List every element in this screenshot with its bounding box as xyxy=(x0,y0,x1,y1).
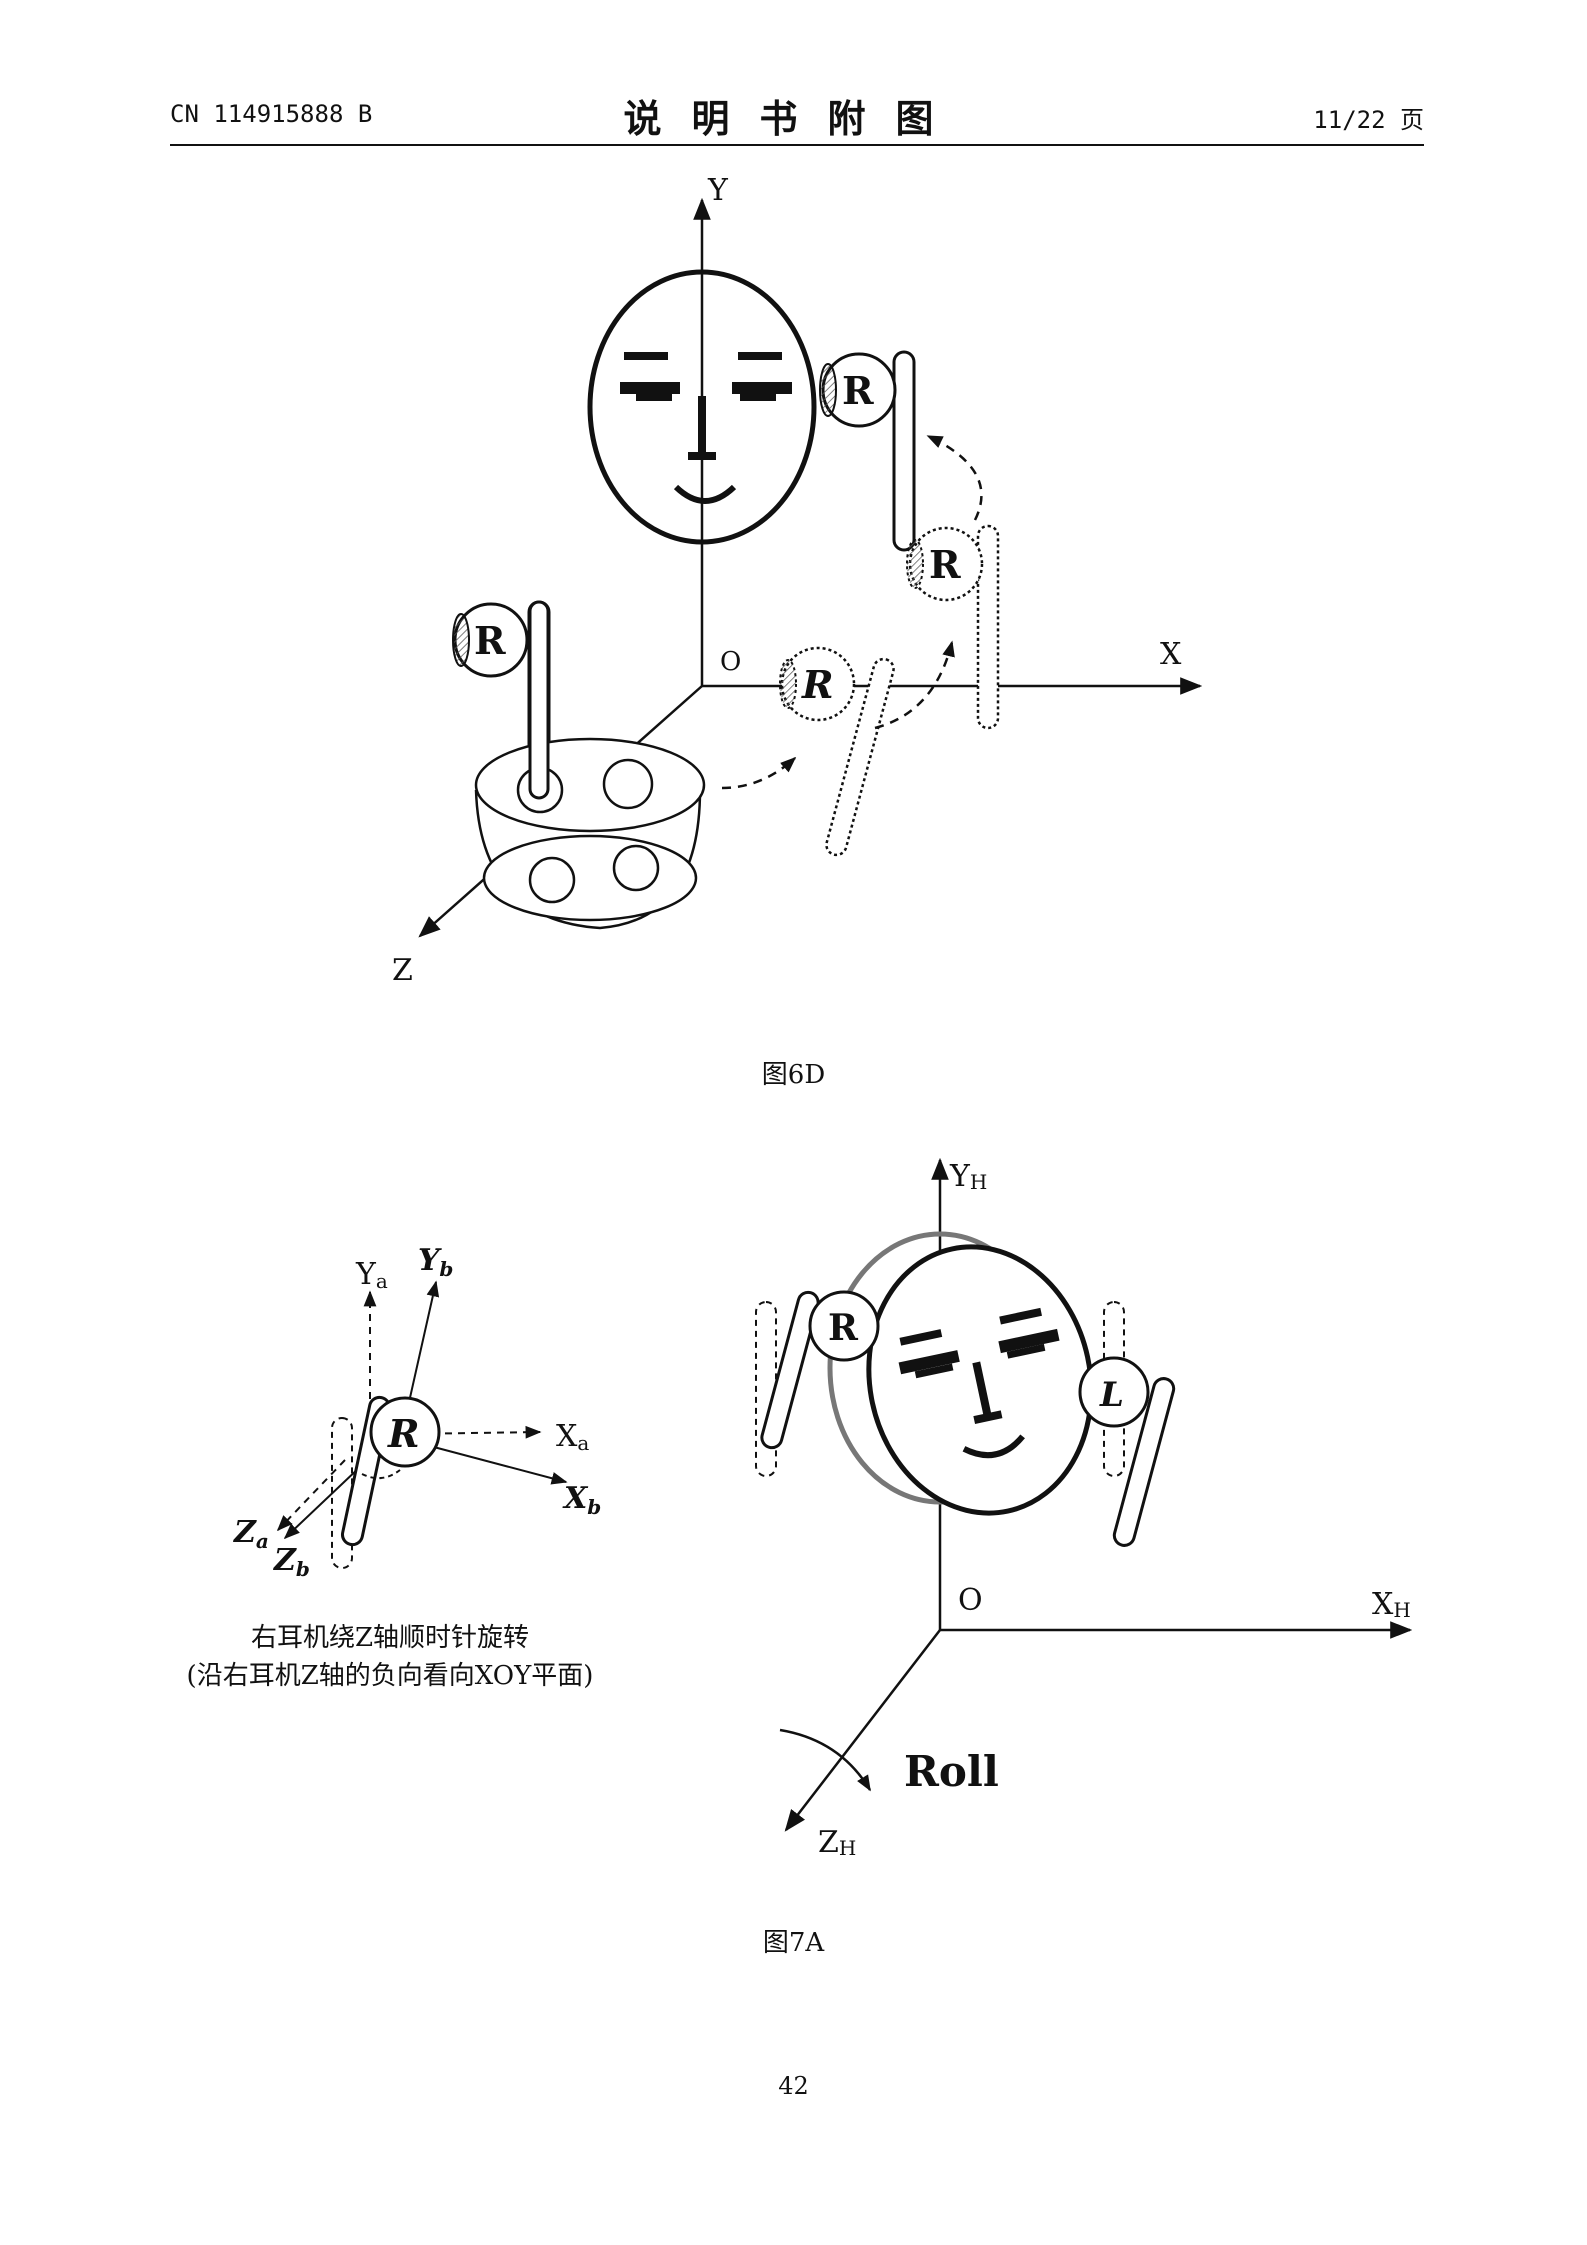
x-axis-label: X xyxy=(1160,637,1182,672)
za-label: Za xyxy=(233,1515,269,1553)
zb-label: Zb xyxy=(273,1543,310,1581)
xb-label: Xb xyxy=(562,1481,601,1519)
earbud-on-head: R xyxy=(819,350,916,552)
earbud-label: R xyxy=(929,542,961,587)
roll-label: Roll xyxy=(904,1747,999,1796)
figure-7a-right-panel: YH XH ZH O Roll R L xyxy=(755,1157,1413,1860)
figure-6d: Y X Z O R R xyxy=(392,173,1203,988)
earbud-intermediate: R xyxy=(906,524,1000,730)
figure-7a-left-panel: Ya Yb Xa Xb Za Zb R 右耳机绕Z轴顺时针旋转 (沿右耳机Z轴的… xyxy=(187,1243,602,1691)
earbud-label: R xyxy=(842,368,874,413)
left-earbud xyxy=(1112,1377,1176,1547)
right-earbud-head xyxy=(808,1290,880,1362)
page-of-count: 11/22 页 xyxy=(1313,106,1424,134)
note-line-2: (沿右耳机Z轴的负向看向XOY平面) xyxy=(187,1661,594,1691)
xa-label: Xa xyxy=(556,1419,589,1455)
z-axis-label: Z xyxy=(392,953,413,988)
yb-label: Yb xyxy=(418,1243,453,1281)
motion-arrow xyxy=(721,756,797,790)
earbud-label: R xyxy=(474,618,506,663)
ya-label: Ya xyxy=(355,1257,388,1293)
earbud-label: R xyxy=(801,662,834,707)
xh-label: XH xyxy=(1372,1587,1411,1622)
y-axis-label: Y xyxy=(707,173,729,208)
earbud-label: R xyxy=(387,1411,420,1456)
head-rotated xyxy=(866,1244,1094,1516)
zh-axis xyxy=(784,1629,941,1832)
origin-label: O xyxy=(958,1583,983,1618)
header-rule xyxy=(170,144,1424,146)
page-number: 42 xyxy=(778,2072,809,2100)
earbud-rotated: R xyxy=(779,646,895,857)
left-earbud-head xyxy=(1078,1356,1150,1428)
xb-axis xyxy=(429,1445,568,1485)
figure-6d-caption: 图6D xyxy=(761,1060,826,1090)
right-earbud-label: R xyxy=(828,1307,859,1349)
head-6d xyxy=(587,269,817,545)
note-line-1: 右耳机绕Z轴顺时针旋转 xyxy=(251,1623,529,1653)
roll-arrow xyxy=(779,1728,872,1792)
motion-arrow xyxy=(926,434,983,521)
zh-label: ZH xyxy=(818,1825,856,1860)
za-axis xyxy=(276,1459,346,1532)
earbud-head xyxy=(369,1396,441,1468)
patent-number: CN 114915888 B xyxy=(170,100,373,128)
right-earbud xyxy=(760,1290,820,1450)
charging-case xyxy=(474,600,706,930)
page-title: 说明书附图 xyxy=(623,96,964,141)
xa-axis xyxy=(405,1425,542,1439)
yh-label: YH xyxy=(949,1159,987,1194)
figure-7a-caption: 图7A xyxy=(762,1928,825,1958)
left-earbud-label: L xyxy=(1099,1375,1124,1415)
origin-label: O xyxy=(720,647,741,677)
right-earbud-original xyxy=(755,1301,777,1477)
